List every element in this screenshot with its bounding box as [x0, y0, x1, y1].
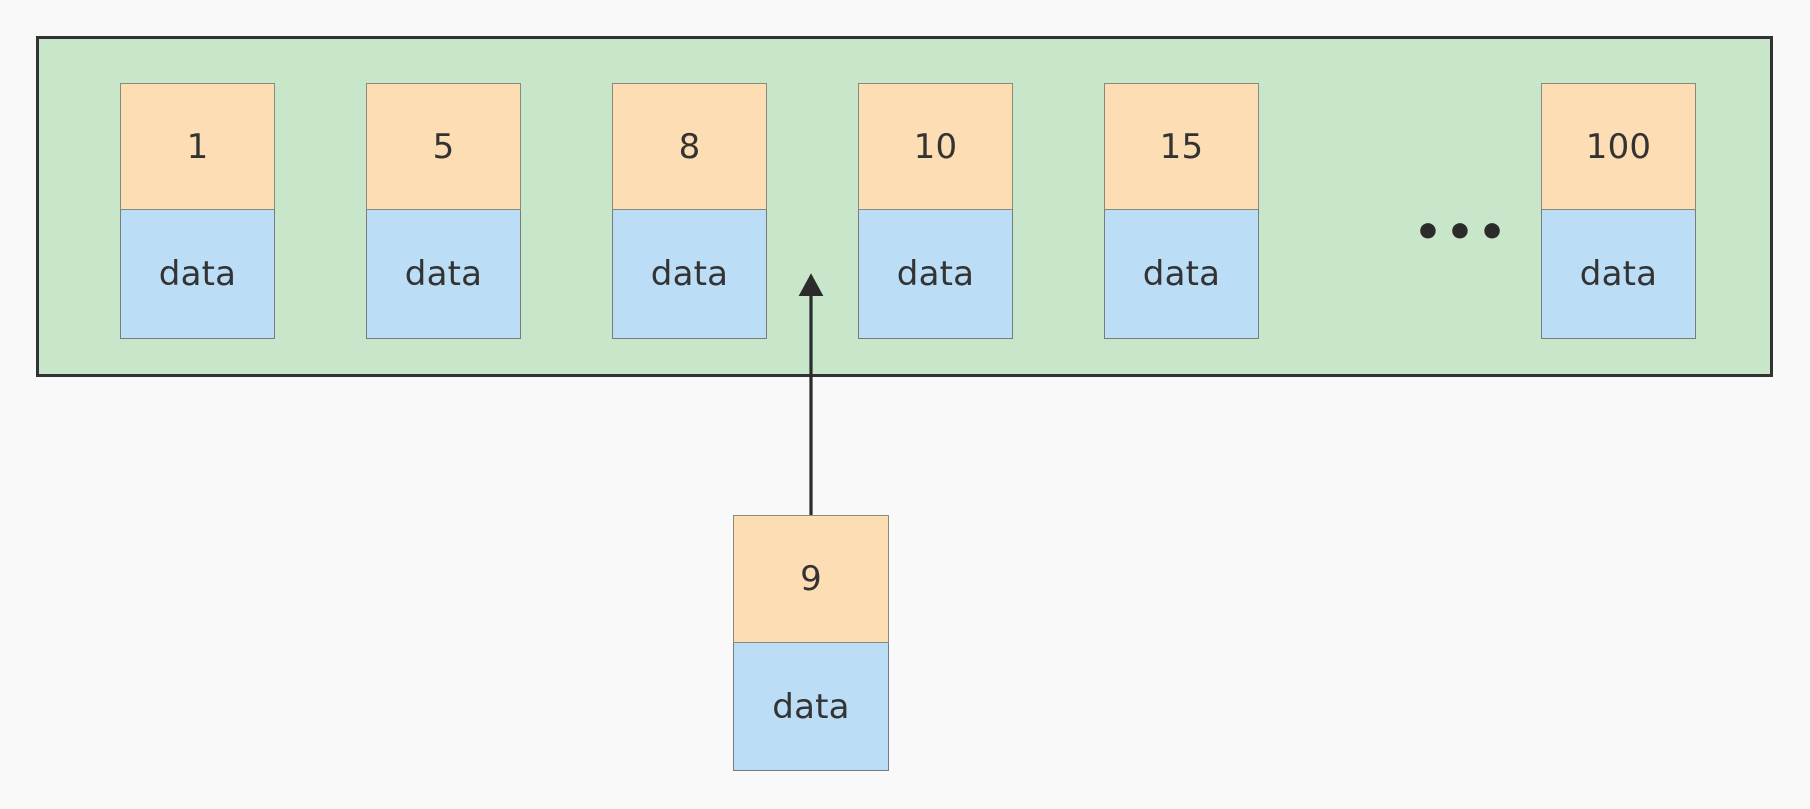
- insertion-arrow: [798, 273, 824, 516]
- node-key-cell: 10: [858, 83, 1013, 210]
- node-data-cell: data: [120, 210, 275, 339]
- node-data-cell: data: [858, 210, 1013, 339]
- inserted-node-9[interactable]: 9 data: [733, 515, 889, 771]
- ellipsis-icon: •••: [1413, 207, 1511, 258]
- array-node-0[interactable]: 1 data: [120, 83, 275, 339]
- array-node-5[interactable]: 100 data: [1541, 83, 1696, 339]
- node-data-cell: data: [612, 210, 767, 339]
- node-data-cell: data: [366, 210, 521, 339]
- array-container: 1 data 5 data 8 data 10 data 15 data •••…: [36, 36, 1773, 377]
- array-node-2[interactable]: 8 data: [612, 83, 767, 339]
- node-key-cell: 8: [612, 83, 767, 210]
- node-key-cell: 9: [733, 515, 889, 643]
- node-data-cell: data: [1541, 210, 1696, 339]
- array-node-1[interactable]: 5 data: [366, 83, 521, 339]
- node-key-cell: 15: [1104, 83, 1259, 210]
- node-key-cell: 5: [366, 83, 521, 210]
- node-key-cell: 1: [120, 83, 275, 210]
- node-data-cell: data: [733, 643, 889, 771]
- node-key-cell: 100: [1541, 83, 1696, 210]
- node-data-cell: data: [1104, 210, 1259, 339]
- array-node-4[interactable]: 15 data: [1104, 83, 1259, 339]
- array-node-3[interactable]: 10 data: [858, 83, 1013, 339]
